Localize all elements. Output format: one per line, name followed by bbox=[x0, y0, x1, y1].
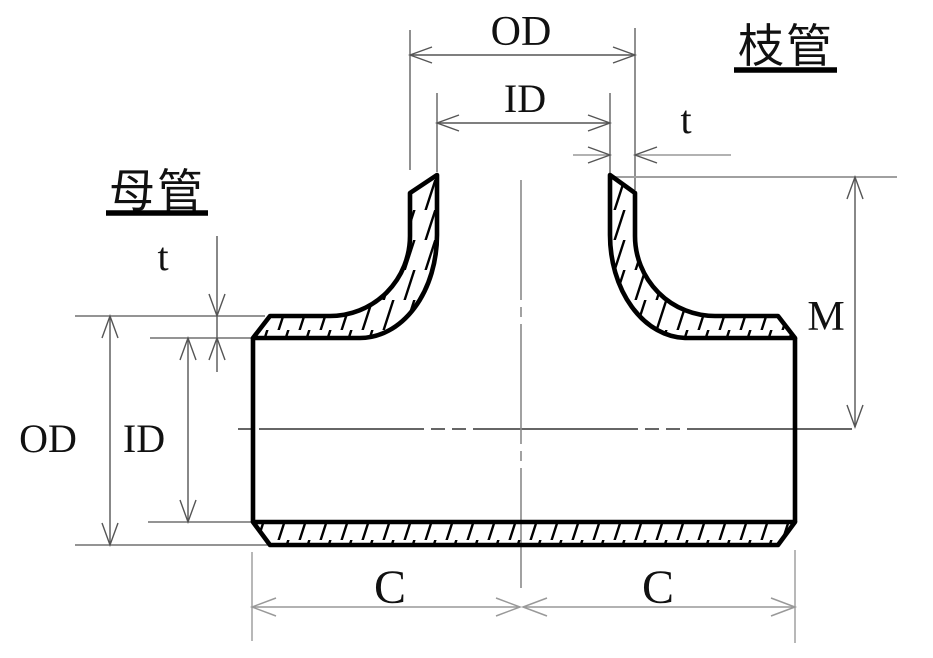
left-wall-section bbox=[250, 172, 440, 341]
branch-od-label: OD bbox=[491, 9, 552, 55]
branch-pipe-title: 枝管 bbox=[738, 21, 834, 72]
trunk-t-dimension bbox=[208, 236, 226, 372]
trunk-id-label: ID bbox=[123, 416, 165, 461]
branch-t-dimension bbox=[587, 146, 658, 164]
c-left-dimension bbox=[249, 597, 523, 617]
c-left-label: C bbox=[374, 561, 406, 614]
c-right-label: C bbox=[642, 561, 674, 614]
c-right-dimension bbox=[520, 597, 798, 617]
trunk-od-dimension bbox=[101, 313, 119, 548]
trunk-id-dimension bbox=[179, 335, 197, 525]
bottom-wall-section bbox=[250, 519, 798, 548]
branch-od-dimension bbox=[407, 46, 638, 64]
trunk-pipe-title: 母管 bbox=[109, 166, 205, 217]
trunk-t-label: t bbox=[157, 234, 168, 279]
m-label: M bbox=[807, 294, 844, 340]
branch-id-label: ID bbox=[504, 76, 546, 121]
right-wall-section bbox=[607, 172, 798, 341]
m-dimension bbox=[846, 174, 864, 430]
branch-t-label: t bbox=[680, 97, 691, 142]
branch-id-dimension bbox=[434, 114, 613, 132]
trunk-od-label: OD bbox=[19, 416, 77, 461]
